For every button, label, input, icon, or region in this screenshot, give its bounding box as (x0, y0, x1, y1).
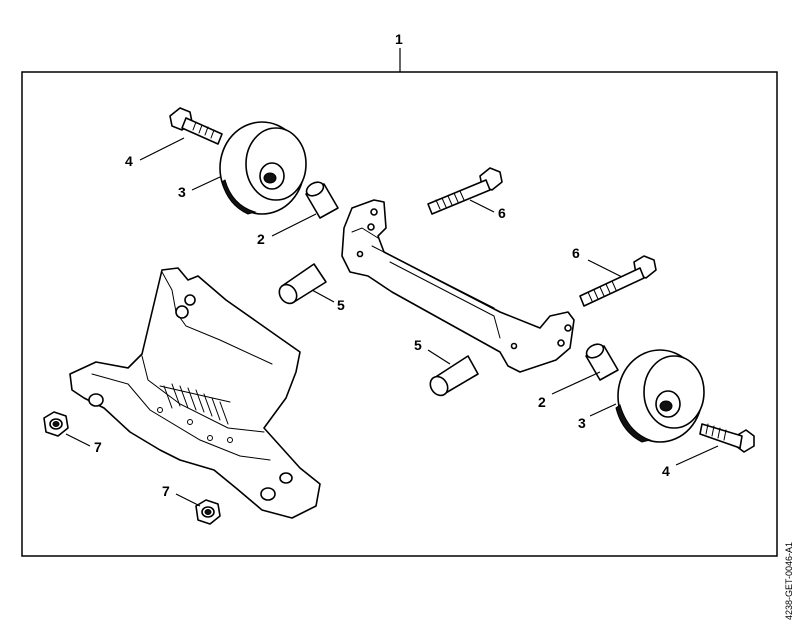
leader-2-left (271, 213, 317, 237)
callout-5-lower: 5 (414, 337, 422, 353)
leader-5-upper (311, 289, 335, 303)
callout-1: 1 (395, 31, 403, 47)
nut-left (43, 411, 69, 437)
leader-7-left (65, 433, 91, 447)
callout-7-bottom: 7 (162, 483, 170, 499)
bolt-left (169, 107, 223, 145)
spacer-left (305, 181, 339, 219)
bolt-right (579, 255, 657, 307)
callout-6-right: 6 (572, 245, 580, 261)
callout-4-right: 4 (662, 463, 670, 479)
callout-2-right: 2 (538, 394, 546, 410)
callout-2-left: 2 (257, 231, 265, 247)
leader-3-right (589, 403, 617, 417)
callout-4-left: 4 (125, 153, 133, 169)
leader-7-bottom (175, 493, 201, 507)
assembly-frame (21, 71, 778, 557)
callout-3-right: 3 (578, 415, 586, 431)
wheel-right (615, 349, 705, 443)
base-housing (69, 267, 321, 519)
callout-7-left: 7 (94, 439, 102, 455)
bolt-right-short (699, 423, 755, 453)
leader-6-upper (469, 199, 495, 213)
axle-bracket (341, 199, 575, 373)
document-id: 4238-GET-0046-A1 (784, 541, 794, 620)
leader-2-right (551, 371, 601, 395)
spacer-right (585, 343, 619, 381)
leader-5-lower (427, 349, 451, 365)
leader-3-left (191, 176, 221, 191)
leader-4-right (675, 445, 719, 466)
sleeve-upper (278, 263, 327, 305)
callout-5-upper: 5 (337, 297, 345, 313)
nut-bottom (195, 499, 221, 525)
leader-6-right (587, 259, 623, 278)
callout-6-upper: 6 (498, 205, 506, 221)
bolt-upper (427, 167, 503, 215)
callout-3-left: 3 (178, 184, 186, 200)
wheel-left (219, 121, 307, 215)
leader-4-left (139, 137, 185, 161)
sleeve-lower (429, 355, 479, 397)
